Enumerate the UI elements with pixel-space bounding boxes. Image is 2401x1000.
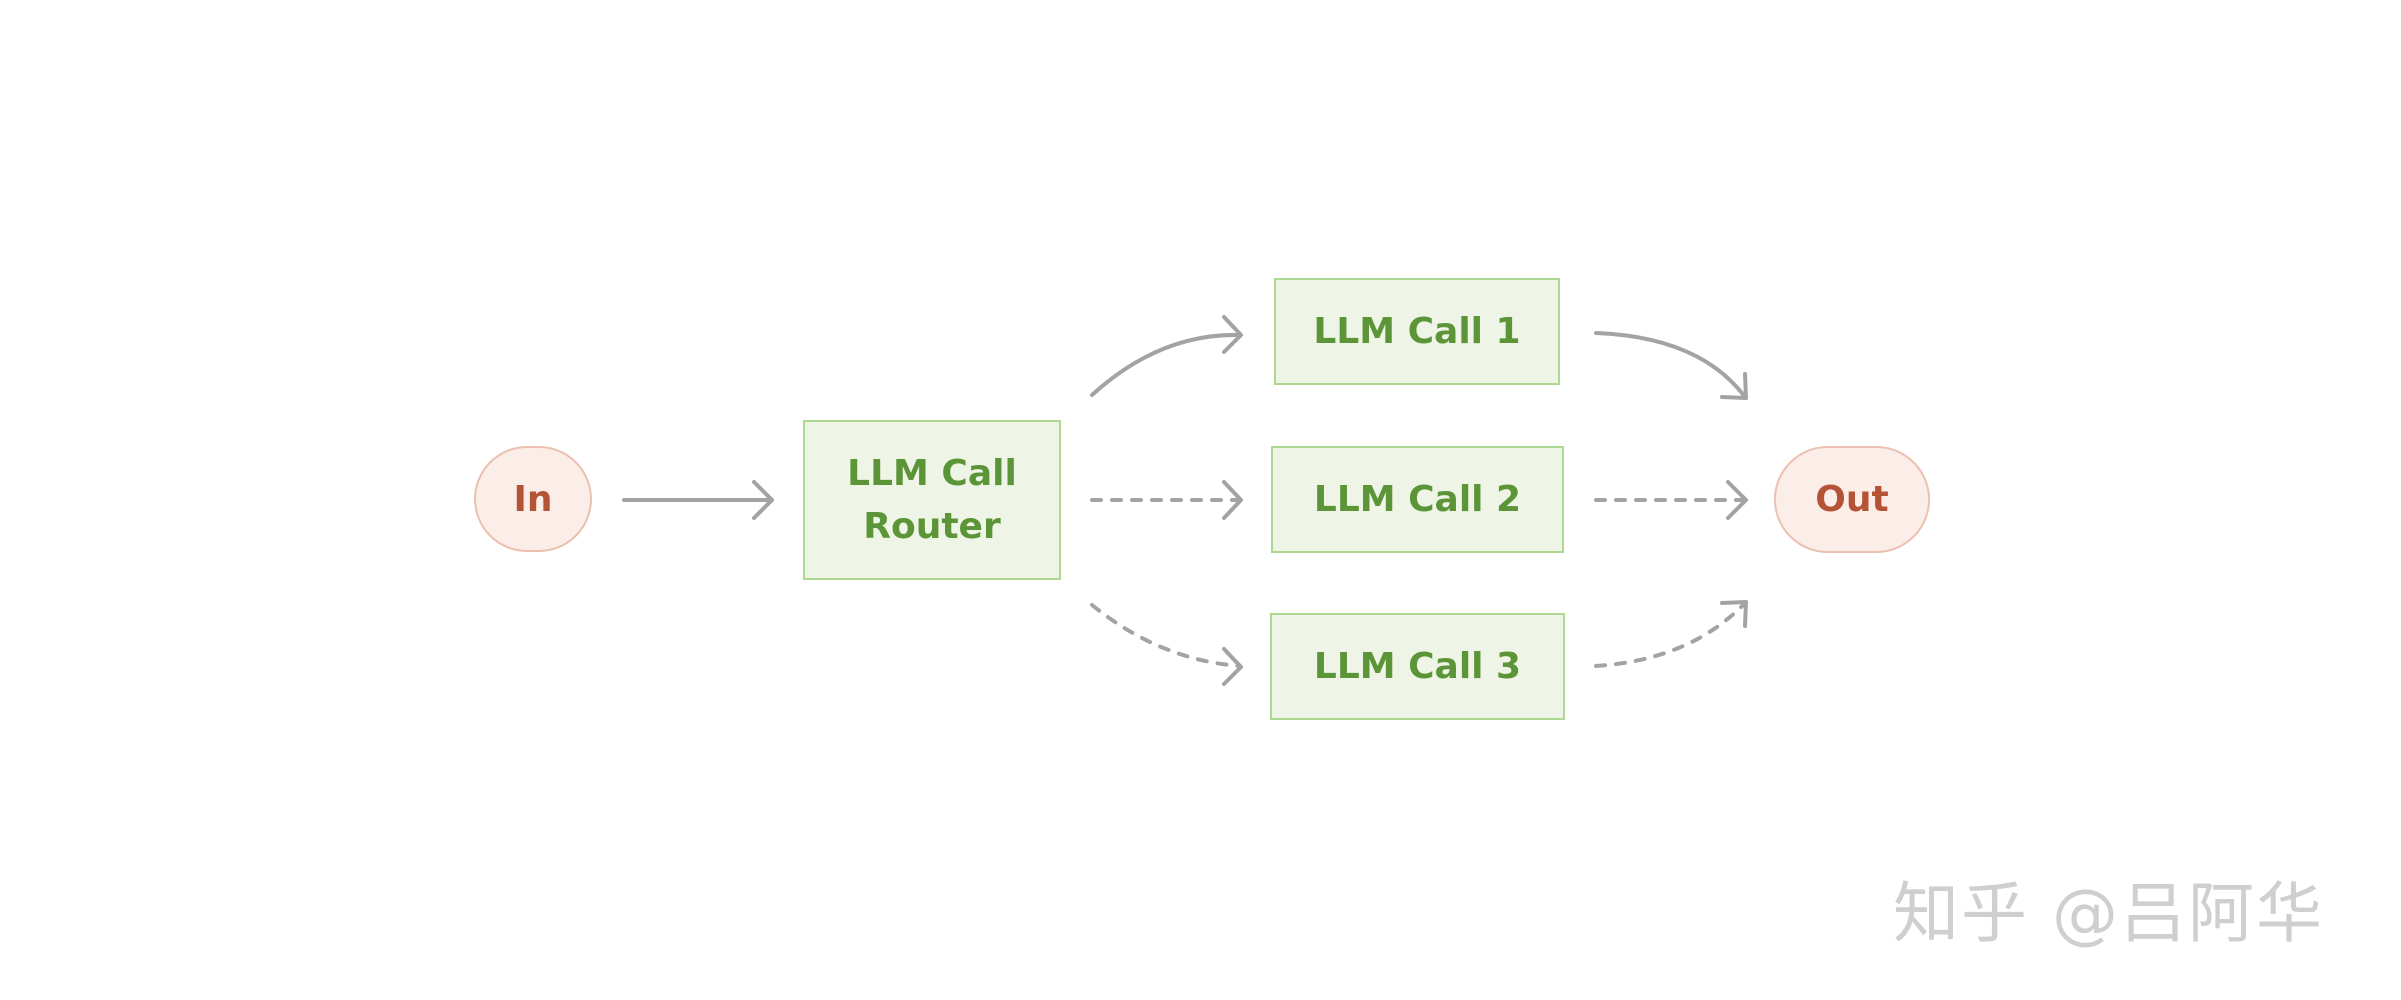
arrow-call1-to-out-head (1720, 372, 1748, 400)
arrow-router-to-call1 (1090, 332, 1242, 397)
input-node: In (474, 446, 592, 552)
router-node-label: LLM Call Router (847, 453, 1017, 547)
arrow-router-to-call3-head (1222, 647, 1243, 686)
llm-call-3-node: LLM Call 3 (1270, 613, 1565, 720)
llm-call-2-label: LLM Call 2 (1313, 479, 1522, 520)
llm-call-3-label: LLM Call 3 (1313, 646, 1522, 687)
llm-call-1-label: LLM Call 1 (1313, 311, 1521, 352)
input-node-label: In (513, 478, 553, 520)
output-node: Out (1774, 446, 1930, 553)
arrow-call3-to-out-head (1720, 600, 1748, 628)
arrow-call3-to-out (1594, 601, 1747, 668)
watermark: 知乎 @吕阿华 (1893, 875, 2324, 952)
arrow-router-to-call3 (1090, 603, 1242, 668)
llm-call-2-node: LLM Call 2 (1271, 446, 1564, 553)
arrow-in-to-router-head (752, 480, 774, 520)
llm-call-1-node: LLM Call 1 (1274, 278, 1560, 385)
arrow-call1-to-out (1594, 331, 1747, 399)
router-node: LLM Call Router (803, 420, 1061, 580)
arrow-router-to-call1-head (1222, 315, 1243, 354)
output-node-label: Out (1815, 479, 1889, 520)
arrow-router-to-call2-head (1222, 480, 1243, 520)
arrow-call2-to-out-head (1726, 480, 1748, 520)
